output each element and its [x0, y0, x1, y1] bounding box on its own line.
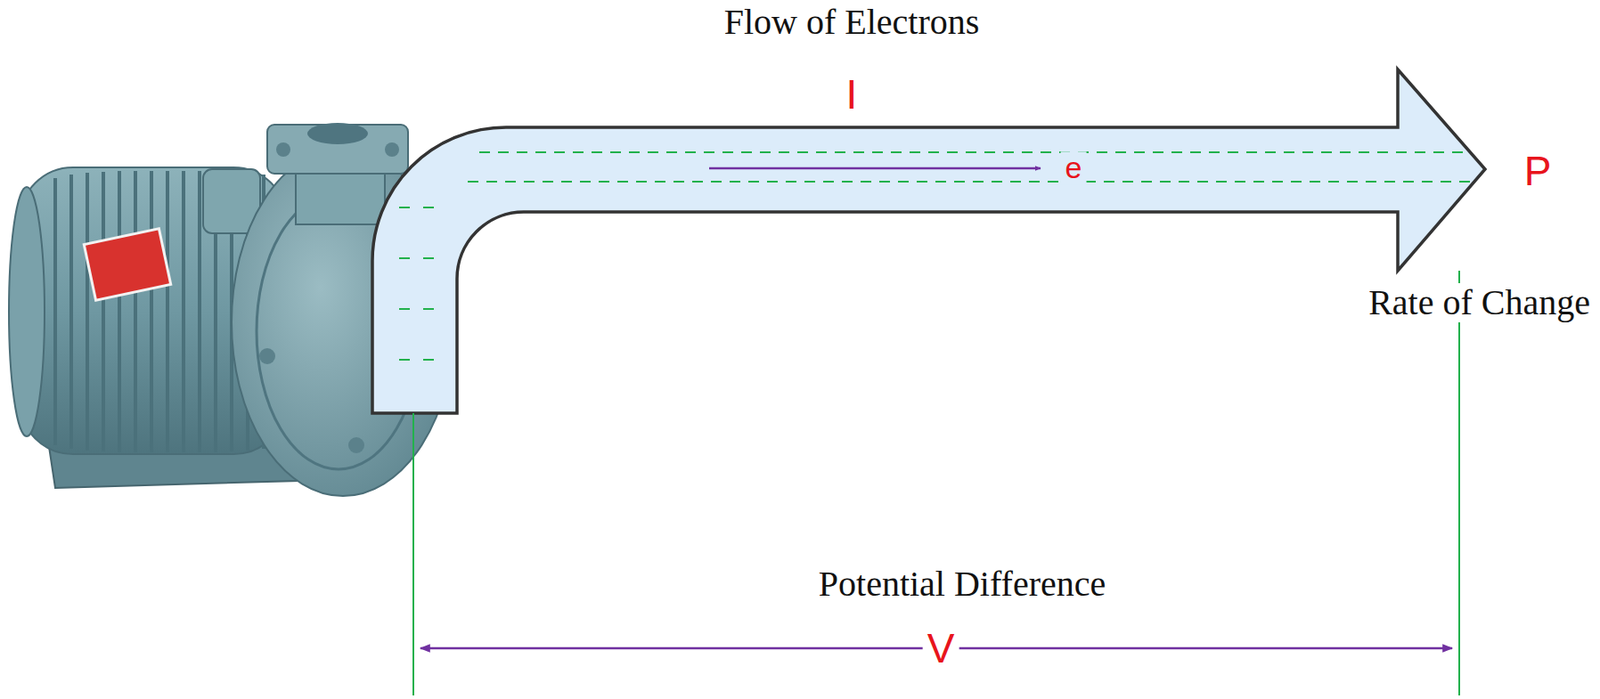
reference-line	[412, 413, 415, 696]
casing-bolt	[348, 437, 365, 454]
reference-line	[1458, 270, 1461, 696]
electron-symbol: e	[1061, 151, 1087, 185]
casing-bolt	[259, 348, 276, 365]
power-symbol: P	[1524, 148, 1552, 195]
rate-label: Rate of Change	[1363, 283, 1595, 323]
flange-bolt	[276, 142, 291, 157]
pd-label: Potential Difference	[818, 564, 1106, 605]
voltage-symbol: V	[922, 626, 960, 672]
flow-dashes	[399, 207, 434, 360]
flow-line	[479, 151, 1470, 154]
flow-heading: Flow of Electrons	[724, 2, 980, 42]
motor-end-cap	[8, 187, 45, 437]
motor-nameplate	[83, 228, 171, 301]
electron-arrow	[709, 167, 1041, 171]
flange-bolt	[384, 142, 400, 157]
pipe-arrow	[372, 69, 1486, 414]
current-symbol: I	[846, 72, 858, 118]
outlet-opening	[307, 122, 368, 145]
flow-line	[467, 180, 1470, 183]
